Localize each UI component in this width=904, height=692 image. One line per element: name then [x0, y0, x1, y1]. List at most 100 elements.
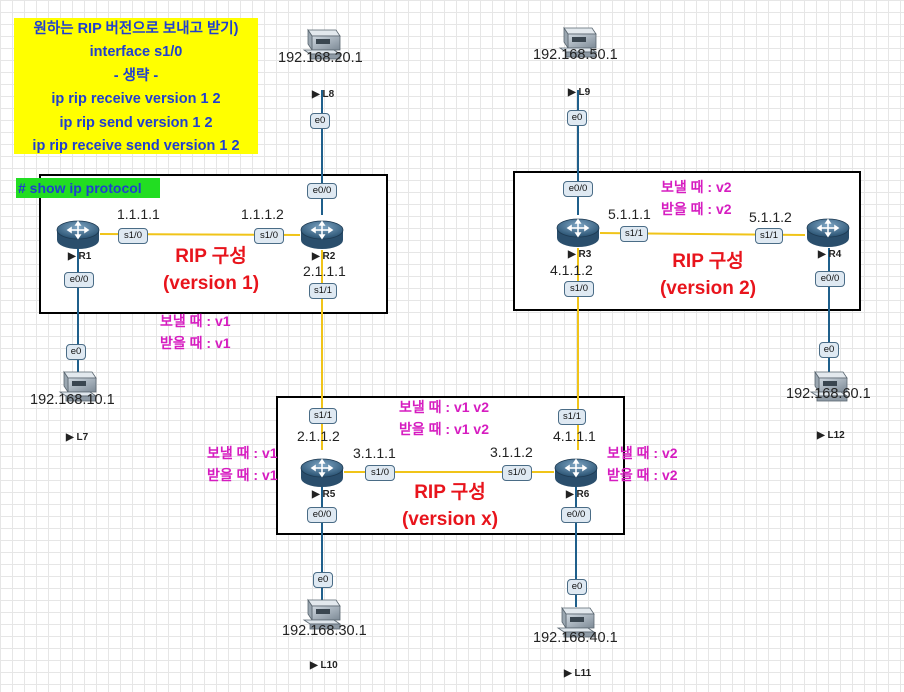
r4-e00-badge: e0/0	[815, 271, 845, 287]
l7-e0-badge: e0	[66, 344, 86, 360]
group-version-2-version: (version 2)	[659, 278, 757, 299]
r6-s11-address: 4.1.1.1	[553, 428, 596, 444]
r4-s11-address: 5.1.1.2	[749, 209, 792, 225]
note-line-2: interface s1/0	[89, 44, 183, 61]
group-version-2-title: RIP 구성 (version 2)	[643, 248, 773, 302]
router-r2-name: R2	[322, 251, 336, 262]
router-r4-icon[interactable]	[806, 218, 850, 248]
host-l12-label: ▶ L12	[817, 430, 845, 441]
router-r5-label: ▶ R5	[312, 489, 336, 500]
host-l10-label: ▶ L10	[310, 660, 338, 671]
note-line-1: 원하는 RIP 버전으로 보내고 받기)	[33, 21, 239, 37]
router-r1-label: ▶ R1	[68, 251, 92, 262]
host-l12-name: L12	[827, 430, 845, 441]
r6-e00-badge: e0/0	[561, 507, 591, 523]
host-l8-ip: 192.168.20.1	[278, 50, 363, 66]
link-r5-r6-policy: 보낼 때 : v1 v2 받을 때 : v1 v2	[399, 396, 489, 440]
host-l7-name: L7	[76, 432, 89, 443]
r6-s11-badge: s1/1	[558, 409, 586, 425]
host-l7-ip: 192.168.10.1	[30, 392, 115, 408]
r5-s11-badge: s1/1	[309, 408, 337, 424]
router-r1-icon[interactable]	[56, 220, 100, 250]
r5-r6-send-policy: 보낼 때 : v1 v2	[399, 399, 490, 415]
group-version-2-name: RIP 구성	[672, 251, 744, 272]
host-l11-name: L11	[574, 668, 592, 679]
group-version-1-name: RIP 구성	[175, 246, 247, 267]
group-version-x-version: (version x)	[401, 509, 499, 530]
r4-s11-badge: s1/1	[755, 228, 783, 244]
r6-s10-badge: s1/0	[502, 465, 532, 481]
group-version-x-name: RIP 구성	[414, 482, 486, 503]
r2-s10-badge: s1/0	[254, 228, 284, 244]
router-r5-icon[interactable]	[300, 458, 344, 488]
host-l11-label: ▶ L11	[564, 668, 592, 679]
r1-s10-badge: s1/0	[118, 228, 148, 244]
host-l10-ip: 192.168.30.1	[282, 623, 367, 639]
r3-s11-badge: s1/1	[620, 226, 648, 242]
r3-e00-badge: e0/0	[563, 181, 593, 197]
router-r3-label: ▶ R3	[568, 249, 592, 260]
host-l10-name: L10	[320, 660, 338, 671]
r6-recv-policy: 받을 때 : v2	[607, 467, 678, 483]
host-l11-ip: 192.168.40.1	[533, 630, 618, 646]
router-r6-label: ▶ R6	[566, 489, 590, 500]
host-l12-ip: 192.168.60.1	[786, 386, 871, 402]
router-r6-icon[interactable]	[554, 458, 598, 488]
note-line-4: ip rip receive version 1 2	[51, 91, 221, 108]
r3-send-policy: 보낼 때 : v2	[661, 179, 732, 195]
l12-e0-badge: e0	[819, 342, 839, 358]
group-version-1-title: RIP 구성 (version 1)	[146, 243, 276, 297]
r1-e00-badge: e0/0	[64, 272, 94, 288]
l8-e0-badge: e0	[310, 113, 330, 129]
host-l7-label: ▶ L7	[66, 432, 89, 443]
r5-recv-policy: 받을 때 : v1	[207, 467, 278, 483]
r3-recv-policy: 받을 때 : v2	[661, 201, 732, 217]
router-r2-icon[interactable]	[300, 220, 344, 250]
note-line-6: ip rip receive send version 1 2	[32, 138, 240, 155]
r5-r6-recv-policy: 받을 때 : v1 v2	[399, 421, 490, 437]
r5-s10-badge: s1/0	[365, 465, 395, 481]
host-l8-label: ▶ L8	[312, 89, 335, 100]
router-r4-label: ▶ R4	[818, 249, 842, 260]
r2-policy: 보낼 때 : v1 받을 때 : v1	[160, 310, 231, 354]
r5-s10-address: 3.1.1.1	[353, 445, 396, 461]
r2-e00-badge: e0/0	[307, 183, 337, 199]
r3-policy: 보낼 때 : v2 받을 때 : v2	[661, 176, 732, 220]
r3-s10-badge: s1/0	[564, 281, 594, 297]
r6-s10-address: 3.1.1.2	[490, 444, 533, 460]
host-l9-label: ▶ L9	[568, 87, 591, 98]
r5-e00-badge: e0/0	[307, 507, 337, 523]
r6-send-policy: 보낼 때 : v2	[607, 445, 678, 461]
show-command-label: # show ip protocol	[16, 178, 160, 198]
note-line-3: - 생략 -	[113, 67, 159, 84]
host-l9-ip: 192.168.50.1	[533, 47, 618, 63]
group-version-x-title: RIP 구성 (version x)	[385, 479, 515, 533]
r3-s10-address: 4.1.1.2	[550, 262, 593, 278]
r2-s10-address: 1.1.1.2	[241, 206, 284, 222]
host-l9-name: L9	[578, 87, 591, 98]
router-r3-icon[interactable]	[556, 218, 600, 248]
l9-e0-badge: e0	[567, 110, 587, 126]
router-r2-label: ▶ R2	[312, 251, 336, 262]
r1-s10-address: 1.1.1.1	[117, 206, 160, 222]
l10-e0-badge: e0	[313, 572, 333, 588]
l11-e0-badge: e0	[567, 579, 587, 595]
r3-s11-address: 5.1.1.1	[608, 206, 651, 222]
router-r4-name: R4	[828, 249, 842, 260]
config-note: 원하는 RIP 버전으로 보내고 받기) interface s1/0 - 생략…	[14, 18, 258, 154]
r2-send-policy: 보낼 때 : v1	[160, 313, 231, 329]
r5-policy: 보낼 때 : v1 받을 때 : v1	[207, 442, 278, 486]
group-version-1-version: (version 1)	[162, 273, 260, 294]
r2-s11-address: 2.1.1.1	[303, 263, 346, 279]
r5-s11-address: 2.1.1.2	[297, 428, 340, 444]
router-r5-name: R5	[322, 489, 336, 500]
r2-recv-policy: 받을 때 : v1	[160, 335, 231, 351]
host-l8-name: L8	[322, 89, 335, 100]
r6-policy: 보낼 때 : v2 받을 때 : v2	[607, 442, 678, 486]
router-r1-name: R1	[78, 251, 92, 262]
r2-s11-badge: s1/1	[309, 283, 337, 299]
r5-send-policy: 보낼 때 : v1	[207, 445, 278, 461]
router-r6-name: R6	[576, 489, 590, 500]
router-r3-name: R3	[578, 249, 592, 260]
